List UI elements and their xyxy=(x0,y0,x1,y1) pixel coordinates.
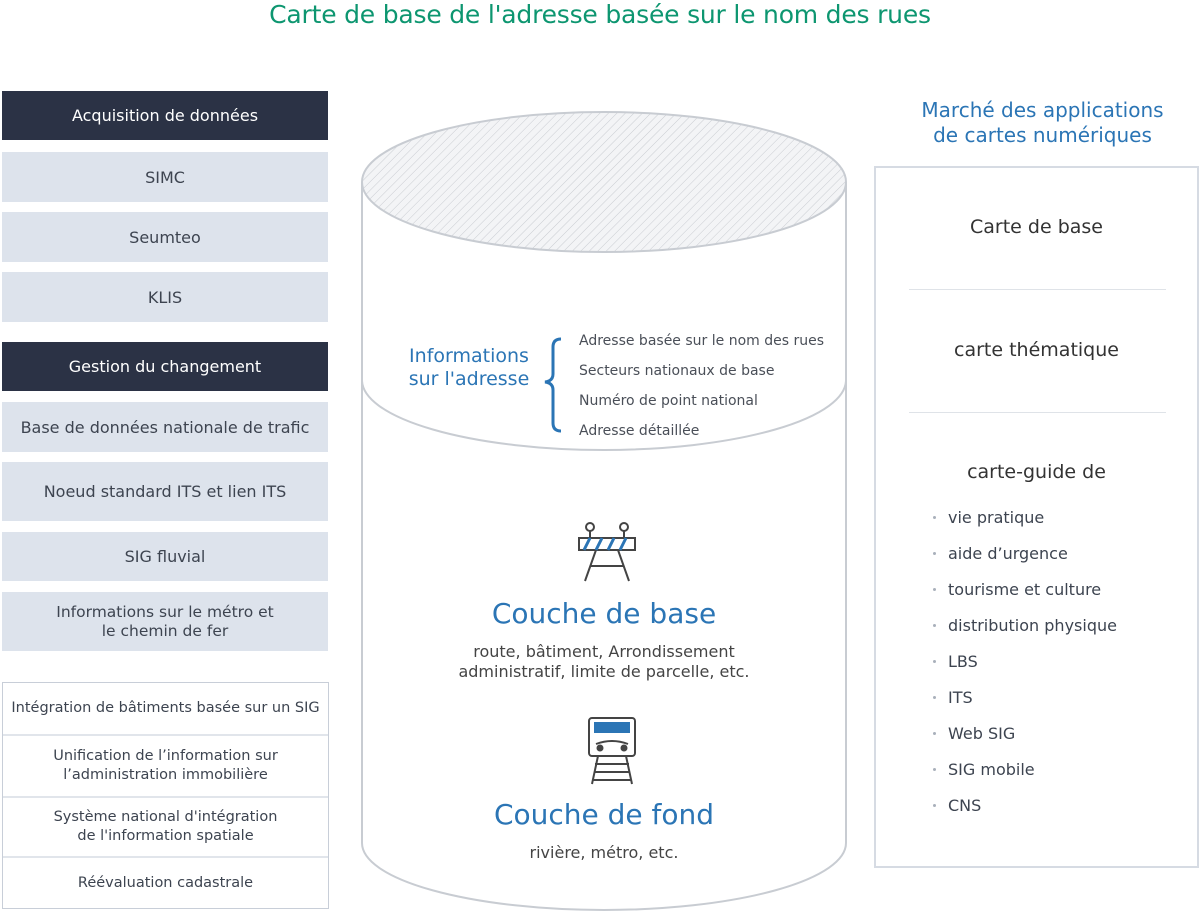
real-estate-line-2: l’administration immobilière xyxy=(63,767,268,783)
guide-item: SIG mobile xyxy=(933,760,1117,796)
integration-row-real-estate: Unification de l’information sur l’admin… xyxy=(3,736,328,796)
integration-box: Intégration de bâtiments basée sur un SI… xyxy=(2,682,329,909)
acquisition-header: Acquisition de données xyxy=(2,91,328,140)
integration-row-buildings: Intégration de bâtiments basée sur un SI… xyxy=(11,700,320,716)
spatial-line-2: de l'information spatiale xyxy=(77,828,254,844)
address-info-item: Secteurs nationaux de base xyxy=(579,363,775,379)
market-header: Marché des applications de cartes numéri… xyxy=(880,98,1200,148)
base-layer-desc-line-1: route, bâtiment, Arrondissement xyxy=(473,642,735,661)
address-info-item: Numéro de point national xyxy=(579,393,758,409)
change-item-its: Noeud standard ITS et lien ITS xyxy=(2,462,328,521)
market-divider xyxy=(909,289,1166,290)
background-layer-title: Couche de fond xyxy=(493,798,715,831)
change-item-traffic-db: Base de données nationale de trafic xyxy=(2,402,328,452)
base-layer-title: Couche de base xyxy=(491,597,717,630)
guide-item: CNS xyxy=(933,796,1117,832)
guide-item: Web SIG xyxy=(933,724,1117,760)
real-estate-line-1: Unification de l’information sur xyxy=(53,748,278,764)
guide-item: tourisme et culture xyxy=(933,580,1117,616)
train-icon xyxy=(588,717,636,785)
guide-map-list: vie pratique aide d’urgence tourisme et … xyxy=(933,508,1117,832)
guide-item: ITS xyxy=(933,688,1117,724)
acquisition-item-seumteo: Seumteo xyxy=(2,212,328,262)
address-info-title-line-2: sur l'adresse xyxy=(408,368,530,390)
brace-icon xyxy=(544,337,562,433)
integration-row-spatial: Système national d'intégration de l'info… xyxy=(3,798,328,856)
address-info-item: Adresse détaillée xyxy=(579,423,700,439)
metro-line-1: Informations sur le métro et xyxy=(56,602,274,621)
guide-item: aide d’urgence xyxy=(933,544,1117,580)
market-item-base-map: Carte de base xyxy=(970,216,1103,238)
address-info-list: Adresse basée sur le nom des rues Secteu… xyxy=(579,331,824,451)
road-barrier-icon xyxy=(578,522,636,582)
acquisition-item-simc: SIMC xyxy=(2,152,328,202)
guide-item: vie pratique xyxy=(933,508,1117,544)
address-info-title-line-1: Informations xyxy=(409,345,529,367)
integration-divider xyxy=(3,796,328,798)
integration-divider xyxy=(3,734,328,736)
spatial-line-1: Système national d'intégration xyxy=(53,809,278,825)
address-info-title: Informations sur l'adresse xyxy=(398,345,540,391)
guide-item: distribution physique xyxy=(933,616,1117,652)
change-item-river-gis: SIG fluvial xyxy=(2,532,328,581)
address-info-item: Adresse basée sur le nom des rues xyxy=(579,333,824,349)
integration-divider xyxy=(3,856,328,858)
cylinder-segment-divider xyxy=(361,379,847,451)
change-item-metro: Informations sur le métro et le chemin d… xyxy=(2,592,328,651)
market-divider xyxy=(909,412,1166,413)
acquisition-item-klis: KLIS xyxy=(2,272,328,322)
base-layer-desc: route, bâtiment, Arrondissement administ… xyxy=(362,642,846,682)
market-header-line-2: de cartes numériques xyxy=(933,123,1152,147)
base-layer-desc-line-2: administratif, limite de parcelle, etc. xyxy=(458,662,750,681)
background-layer-desc: rivière, métro, etc. xyxy=(529,843,679,862)
guide-item: LBS xyxy=(933,652,1117,688)
integration-row-cadastral: Réévaluation cadastrale xyxy=(77,874,254,891)
market-panel: Carte de base carte thématique carte-gui… xyxy=(874,166,1199,868)
metro-line-2: le chemin de fer xyxy=(101,621,229,640)
market-header-line-1: Marché des applications xyxy=(921,98,1164,122)
market-item-guide-map: carte-guide de xyxy=(967,461,1106,483)
market-item-thematic-map: carte thématique xyxy=(954,339,1119,361)
cylinder-top xyxy=(361,111,847,253)
diagram-title: Carte de base de l'adresse basée sur le … xyxy=(269,0,931,29)
change-header: Gestion du changement xyxy=(2,342,328,391)
